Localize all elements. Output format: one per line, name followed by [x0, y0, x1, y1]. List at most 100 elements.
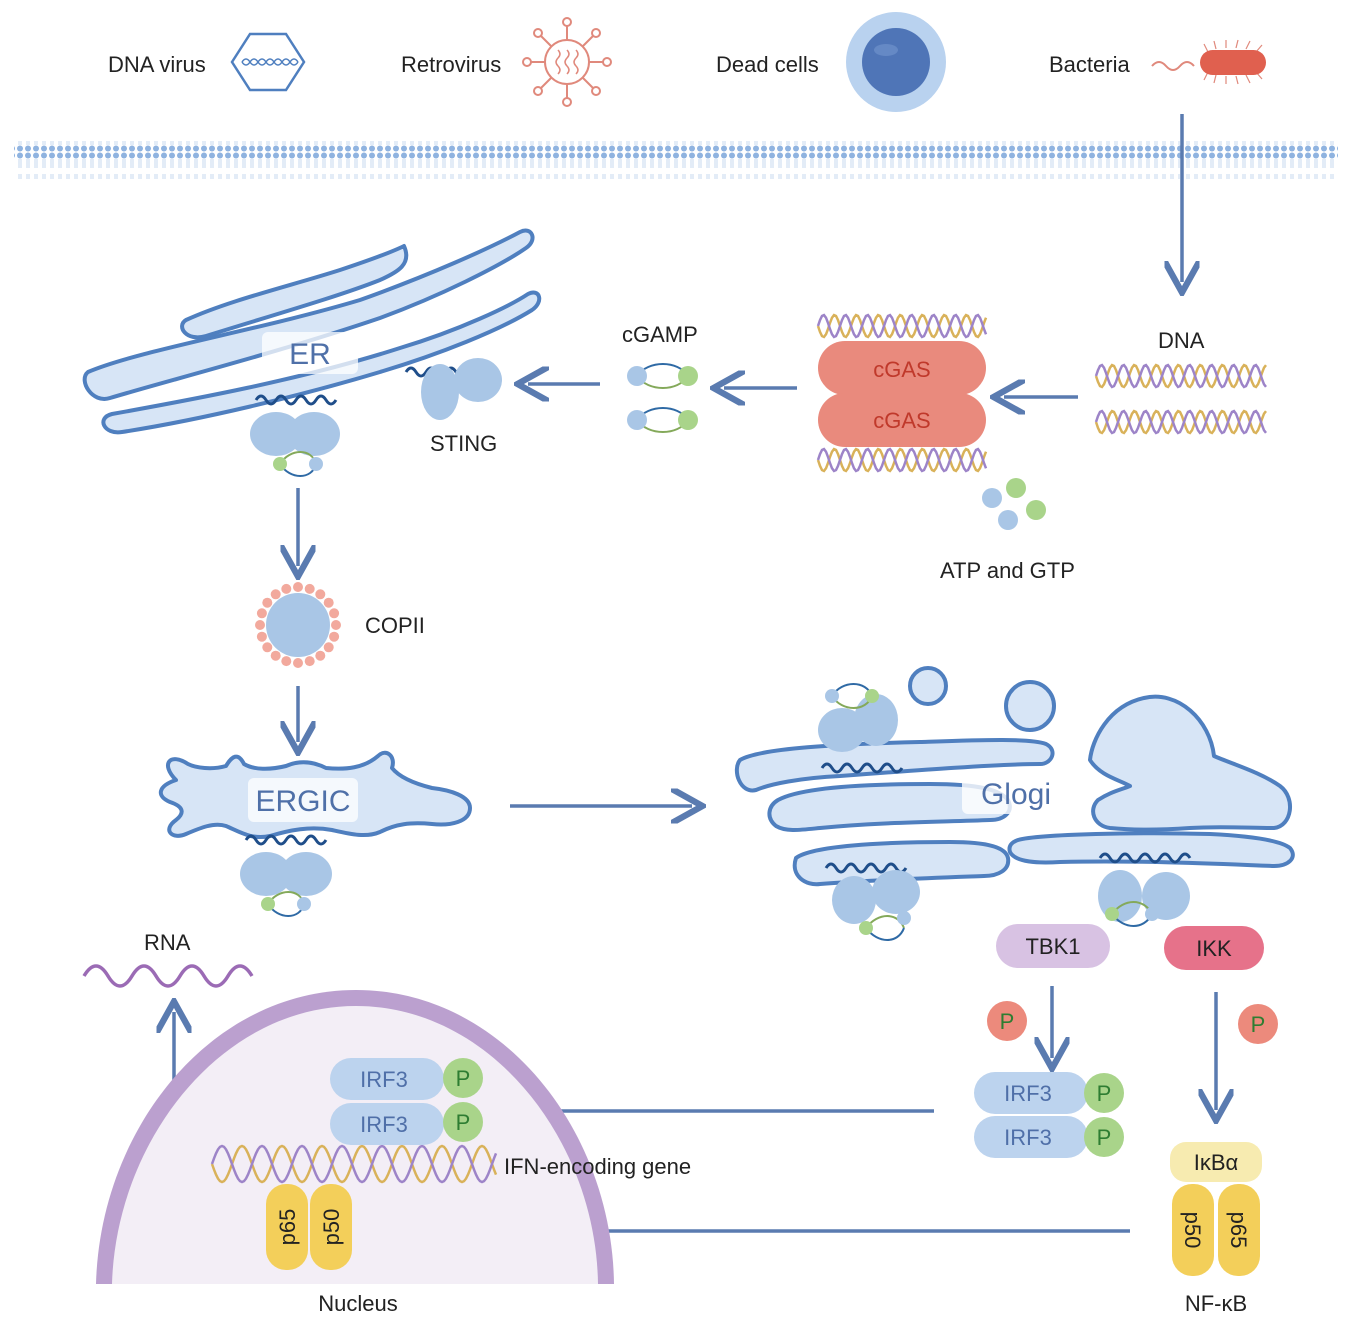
- retrovirus-icon: [522, 17, 612, 107]
- copii-coat-bead: [293, 582, 303, 592]
- svg-text:P: P: [1097, 1081, 1112, 1106]
- copii-coat-bead: [329, 608, 340, 619]
- cgas-bottom: cGAS: [818, 393, 986, 447]
- copii-coat-bead: [315, 650, 326, 661]
- svg-text:p50: p50: [319, 1209, 344, 1246]
- atp-gtp-label: ATP and GTP: [940, 558, 1075, 583]
- svg-text:cGAS: cGAS: [873, 357, 930, 382]
- copii-label: COPII: [365, 613, 425, 638]
- dna-virus-icon: [230, 32, 306, 92]
- copii-coat-bead: [304, 656, 315, 667]
- rna-strand: [82, 964, 254, 988]
- copii-coat-bead: [256, 631, 267, 642]
- dna-label: DNA: [1158, 328, 1205, 353]
- dna-strand: [816, 313, 988, 339]
- sting-ergic: [240, 834, 332, 917]
- copii-coat-bead: [315, 589, 326, 600]
- copii-coat-bead: [256, 608, 267, 619]
- phosphate-free-right: P: [1238, 1004, 1278, 1044]
- cell-membrane: [14, 141, 1338, 179]
- retrovirus-label: Retrovirus: [401, 52, 501, 77]
- nfkb-nucleus: p65 p50: [266, 1184, 352, 1270]
- svg-text:P: P: [456, 1066, 471, 1091]
- svg-text:IKK: IKK: [1196, 936, 1232, 961]
- rna-label: RNA: [144, 930, 191, 955]
- svg-text:P: P: [1000, 1009, 1015, 1034]
- sting-er-bottom: [250, 394, 340, 477]
- bacteria-icon: [1151, 39, 1266, 85]
- ikk-kinase: IKK: [1164, 926, 1264, 970]
- copii-coat-bead: [281, 583, 292, 594]
- irf3-dimer-cytosol: IRF3 P IRF3 P: [974, 1072, 1124, 1158]
- svg-text:P: P: [1251, 1012, 1266, 1037]
- ergic-label: ERGIC: [255, 785, 350, 818]
- dna-strand: [816, 447, 988, 473]
- svg-text:IRF3: IRF3: [1004, 1125, 1052, 1150]
- cgamp-label: cGAMP: [622, 322, 698, 347]
- dna-strand: [1094, 363, 1267, 389]
- dna-strand: [1094, 409, 1267, 435]
- er-label-bg: [262, 332, 358, 374]
- copii-coat-bead: [331, 620, 341, 630]
- sting-golgi-top: [818, 683, 904, 774]
- sting-er-right: [404, 358, 502, 420]
- svg-text:P: P: [456, 1110, 471, 1135]
- copii-coat-bead: [270, 650, 281, 661]
- ikba-label: IκBα: [1194, 1150, 1239, 1175]
- sting-label: STING: [430, 431, 497, 456]
- dead-cell-icon: [846, 12, 946, 112]
- cytosolic-dna: [1094, 363, 1267, 435]
- copii-coat-bead: [262, 642, 273, 653]
- ergic-label-bg: [248, 778, 358, 822]
- nfkb-label: NF-κB: [1185, 1291, 1247, 1316]
- dna-strand: [210, 1144, 498, 1184]
- irf3-dimer-nucleus: IRF3 P IRF3 P: [330, 1058, 483, 1145]
- nucleus-label: Nucleus: [318, 1291, 397, 1316]
- copii-coat-bead: [293, 658, 303, 668]
- dna-strand: [816, 313, 988, 339]
- copii-coat-bead: [304, 583, 315, 594]
- cgas-top: cGAS: [818, 341, 986, 395]
- golgi-label-bg: [962, 772, 1070, 814]
- svg-text:p50: p50: [1180, 1212, 1205, 1249]
- svg-text:p65: p65: [1226, 1212, 1251, 1249]
- ifn-encoding-gene: [210, 1144, 498, 1184]
- svg-text:TBK1: TBK1: [1025, 934, 1080, 959]
- svg-text:IRF3: IRF3: [360, 1112, 408, 1137]
- phosphate-free-left: P: [987, 1001, 1027, 1041]
- copii-coat-bead: [323, 642, 334, 653]
- svg-text:IRF3: IRF3: [1004, 1081, 1052, 1106]
- endoplasmic-reticulum: [82, 228, 542, 435]
- golgi-apparatus: [734, 666, 1295, 887]
- copii-coat-bead: [270, 589, 281, 600]
- copii-coat-bead: [329, 631, 340, 642]
- dna-strand: [816, 447, 988, 473]
- cgamp-molecules: [627, 363, 698, 433]
- copii-vesicle: [255, 582, 341, 668]
- copii-coat-bead: [323, 597, 334, 608]
- copii-coat-bead: [255, 620, 265, 630]
- sting-golgi-bottom-right: [1098, 852, 1192, 927]
- nfkb-complex-cytosol: IκBα p50 p65: [1170, 1142, 1262, 1276]
- atp-gtp-molecules: [982, 478, 1046, 530]
- tbk1-kinase: TBK1: [996, 924, 1110, 968]
- dna-virus-label: DNA virus: [108, 52, 206, 77]
- svg-text:cGAS: cGAS: [873, 408, 930, 433]
- copii-coat-bead: [281, 656, 292, 667]
- svg-text:IRF3: IRF3: [360, 1067, 408, 1092]
- dna-strand: [1094, 409, 1267, 435]
- svg-text:P: P: [1097, 1125, 1112, 1150]
- ifn-gene-label: IFN-encoding gene: [504, 1154, 691, 1179]
- er-label: ER: [289, 338, 331, 371]
- pathogen-row: DNA virus Retrovirus Dead cells: [108, 12, 1266, 112]
- bacteria-label: Bacteria: [1049, 52, 1130, 77]
- dead-cells-label: Dead cells: [716, 52, 819, 77]
- copii-coat-bead: [262, 597, 273, 608]
- golgi-label: Glogi: [981, 778, 1051, 811]
- svg-text:p65: p65: [275, 1209, 300, 1246]
- cgas-complex: cGAS cGAS: [816, 313, 988, 473]
- dna-strand: [210, 1144, 498, 1184]
- sting-golgi-bottom-left: [824, 862, 920, 941]
- dna-strand: [1094, 363, 1267, 389]
